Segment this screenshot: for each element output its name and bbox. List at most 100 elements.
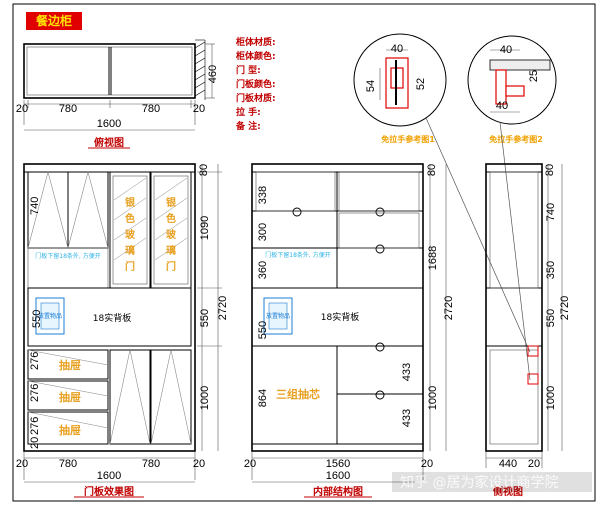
- caption-detail-1: 免拉手参考图1: [381, 134, 435, 144]
- dim-detail1-54: 54: [365, 80, 377, 92]
- dim-internal-right-20: 20: [421, 458, 433, 470]
- dim-mid-2720: 2720: [443, 296, 455, 320]
- dim-internal-433a: 433: [401, 363, 413, 381]
- front-note-text: 门板下留18条外, 方便开: [35, 252, 100, 260]
- spec-label-cabinet-material: 柜体材质:: [235, 36, 276, 48]
- glass-label2-char-5: 门: [166, 260, 176, 273]
- dim-mid-1000: 1000: [427, 386, 439, 410]
- caption-top-view: 俯视图: [94, 136, 124, 149]
- internal-note-text: 门板下留18条外, 方便开: [265, 251, 330, 259]
- dim-side-80: 80: [544, 164, 556, 176]
- dim-depth-460: 460: [207, 65, 219, 83]
- dim-front-740: 740: [29, 197, 41, 215]
- spec-label-notes: 备 注:: [235, 120, 261, 132]
- caption-side-view: 侧视图: [493, 485, 523, 498]
- internal-drawer-label: 三组抽芯: [276, 387, 320, 401]
- dim-internal-total: 1600: [326, 470, 350, 482]
- dim-side-1000: 1000: [545, 386, 557, 410]
- dim-side-440: 440: [499, 458, 517, 470]
- dim-internal-338: 338: [257, 186, 269, 204]
- glass-label-char-5: 门: [125, 260, 135, 273]
- dim-top-bay1: 780: [59, 103, 77, 115]
- title-badge: 餐边柜: [26, 12, 82, 30]
- front-backpanel-label: 18实背板: [93, 312, 131, 324]
- spec-label-door-color: 门板颜色:: [236, 78, 276, 90]
- dim-detail1-52: 52: [415, 78, 427, 90]
- dim-top-right-20: 20: [193, 103, 205, 115]
- front-view: 银 色 玻 璃 门 银 色 玻 璃 门 门板下留18条外, 方便开 18实背板 …: [16, 163, 205, 498]
- dim-internal-433b: 433: [401, 409, 413, 427]
- dim-internal-1560: 1560: [326, 458, 350, 470]
- vertical-dims-middle: 80 1688 1000 2720: [426, 164, 455, 451]
- glass-label-char-2: 色: [125, 212, 135, 225]
- glass-label2-char-4: 璃: [166, 244, 176, 257]
- caption-front-view: 门板效果图: [84, 485, 134, 498]
- glass-label2-char-1: 银: [166, 196, 177, 209]
- dim-top-total: 1600: [97, 118, 121, 130]
- dim-1090: 1090: [199, 216, 211, 240]
- dim-front-276c: 276: [29, 417, 41, 435]
- front-drawer-label-2: 抽屉: [59, 390, 81, 404]
- watermark-text: 知乎 @居为家设计商学院: [400, 474, 558, 491]
- glass-label2-char-2: 色: [166, 212, 176, 225]
- handle-detail-1: 40 54 52 免拉手参考图1: [353, 33, 447, 144]
- dim-front-550: 550: [31, 310, 43, 328]
- glass-label2-char-3: 玻: [166, 228, 177, 241]
- vertical-dims-left: 80 1090 550 1000 2720: [197, 164, 229, 451]
- dim-1000: 1000: [199, 386, 211, 410]
- spec-label-handle: 拉 手:: [236, 106, 261, 118]
- dim-internal-300: 300: [257, 223, 269, 241]
- spec-label-door-material: 门板材质:: [236, 92, 276, 104]
- internal-item-box-label: 放置物品: [266, 312, 290, 320]
- spec-labels: 柜体材质: 柜体颜色: 门 型: 门板颜色: 门板材质: 拉 手: 备 注:: [235, 36, 276, 132]
- dim-top-bay2: 780: [142, 103, 160, 115]
- dim-front-20-bottom: 20: [29, 437, 41, 449]
- caption-internal-view: 内部结构图: [313, 485, 363, 498]
- glass-label-char-1: 银: [125, 196, 136, 209]
- dim-side-350: 350: [545, 261, 557, 279]
- handle-detail-2: 40 40 25 免拉手参考图2: [467, 35, 557, 144]
- dim-front-right-20: 20: [193, 458, 205, 470]
- dim-mid-80: 80: [426, 164, 438, 176]
- dim-front-780-right: 780: [142, 458, 160, 470]
- leader-line-detail-2: [499, 121, 531, 381]
- dim-detail2-40-bottom: 40: [496, 100, 508, 112]
- dim-side-550: 550: [545, 309, 557, 327]
- front-drawer-label-1: 抽屉: [59, 358, 81, 372]
- watermark: 知乎 @居为家设计商学院: [392, 472, 592, 492]
- dim-front-780-left: 780: [59, 458, 77, 470]
- internal-view: 门板下留18条外, 方便开 18实背板 放置物品 三组抽芯 338 300 36…: [244, 163, 433, 498]
- dim-2720: 2720: [217, 296, 229, 320]
- dim-550: 550: [199, 309, 211, 327]
- dim-internal-360: 360: [257, 261, 269, 279]
- internal-backpanel-label: 18实背板: [321, 311, 359, 323]
- caption-detail-2: 免拉手参考图2: [489, 134, 543, 144]
- dim-front-left-20: 20: [16, 458, 28, 470]
- dim-internal-550: 550: [257, 321, 269, 339]
- spec-label-door-type: 门 型:: [236, 64, 261, 76]
- leader-line-detail-1: [425, 117, 531, 353]
- drawing-frame: [12, 3, 596, 502]
- side-view: 80 740 350 550 1000 2720 440 20 侧视图: [485, 163, 571, 498]
- spec-label-cabinet-color: 柜体颜色:: [235, 50, 276, 62]
- glass-label-char-3: 玻: [125, 228, 136, 241]
- dim-detail2-40-top: 40: [500, 44, 512, 56]
- dim-front-80: 80: [198, 164, 210, 176]
- dim-side-20: 20: [528, 458, 540, 470]
- dim-1688: 1688: [427, 246, 439, 270]
- dim-side-2720: 2720: [559, 296, 571, 320]
- dim-internal-864: 864: [257, 389, 269, 407]
- glass-label-char-4: 璃: [125, 244, 135, 257]
- dim-front-total: 1600: [97, 470, 121, 482]
- front-drawer-label-3: 抽屉: [59, 423, 81, 437]
- dim-internal-left-20: 20: [244, 458, 256, 470]
- dim-side-740: 740: [545, 203, 557, 221]
- front-item-box-label: 放置物品: [38, 312, 62, 320]
- dim-detail2-25: 25: [528, 70, 540, 82]
- dim-top-left-20: 20: [16, 103, 28, 115]
- dim-front-276b: 276: [29, 384, 41, 402]
- title-text: 餐边柜: [36, 13, 72, 28]
- dim-front-276a: 276: [29, 352, 41, 370]
- dim-detail1-40: 40: [391, 43, 403, 55]
